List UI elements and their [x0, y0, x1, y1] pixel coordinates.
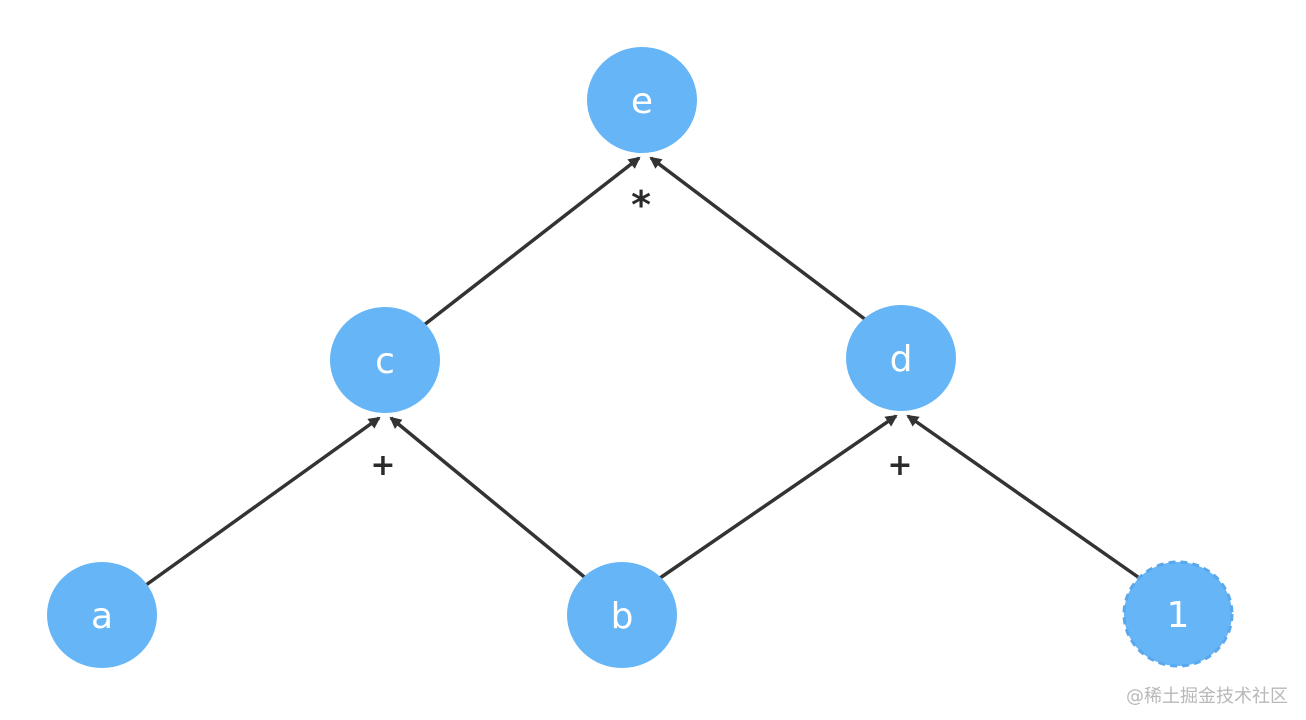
operator-plus-d: + [887, 448, 912, 483]
node-d: d [846, 305, 956, 411]
edge-d-to-e [649, 156, 868, 322]
operators: * + + [370, 183, 912, 483]
node-d-label: d [890, 339, 913, 380]
nodes: e c d a b 1 [47, 47, 1234, 668]
node-b: b [567, 562, 677, 668]
edge-b-to-d [659, 414, 898, 580]
node-e-label: e [631, 81, 653, 122]
node-a: a [47, 562, 157, 668]
node-b-label: b [611, 596, 634, 637]
node-a-label: a [91, 596, 113, 637]
edge-b-to-c [389, 416, 590, 582]
operator-plus-c: + [370, 448, 395, 483]
node-one: 1 [1122, 560, 1234, 668]
watermark-text: @稀土掘金技术社区 [1126, 686, 1288, 707]
node-c-label: c [375, 341, 395, 382]
edge-a-to-c [144, 416, 381, 587]
edge-c-to-e [422, 156, 641, 327]
edge-one-to-d [906, 414, 1140, 579]
node-e: e [587, 47, 697, 153]
operator-multiply: * [631, 183, 651, 227]
node-c: c [330, 307, 440, 413]
node-one-label: 1 [1167, 595, 1190, 636]
edges [144, 156, 1140, 587]
